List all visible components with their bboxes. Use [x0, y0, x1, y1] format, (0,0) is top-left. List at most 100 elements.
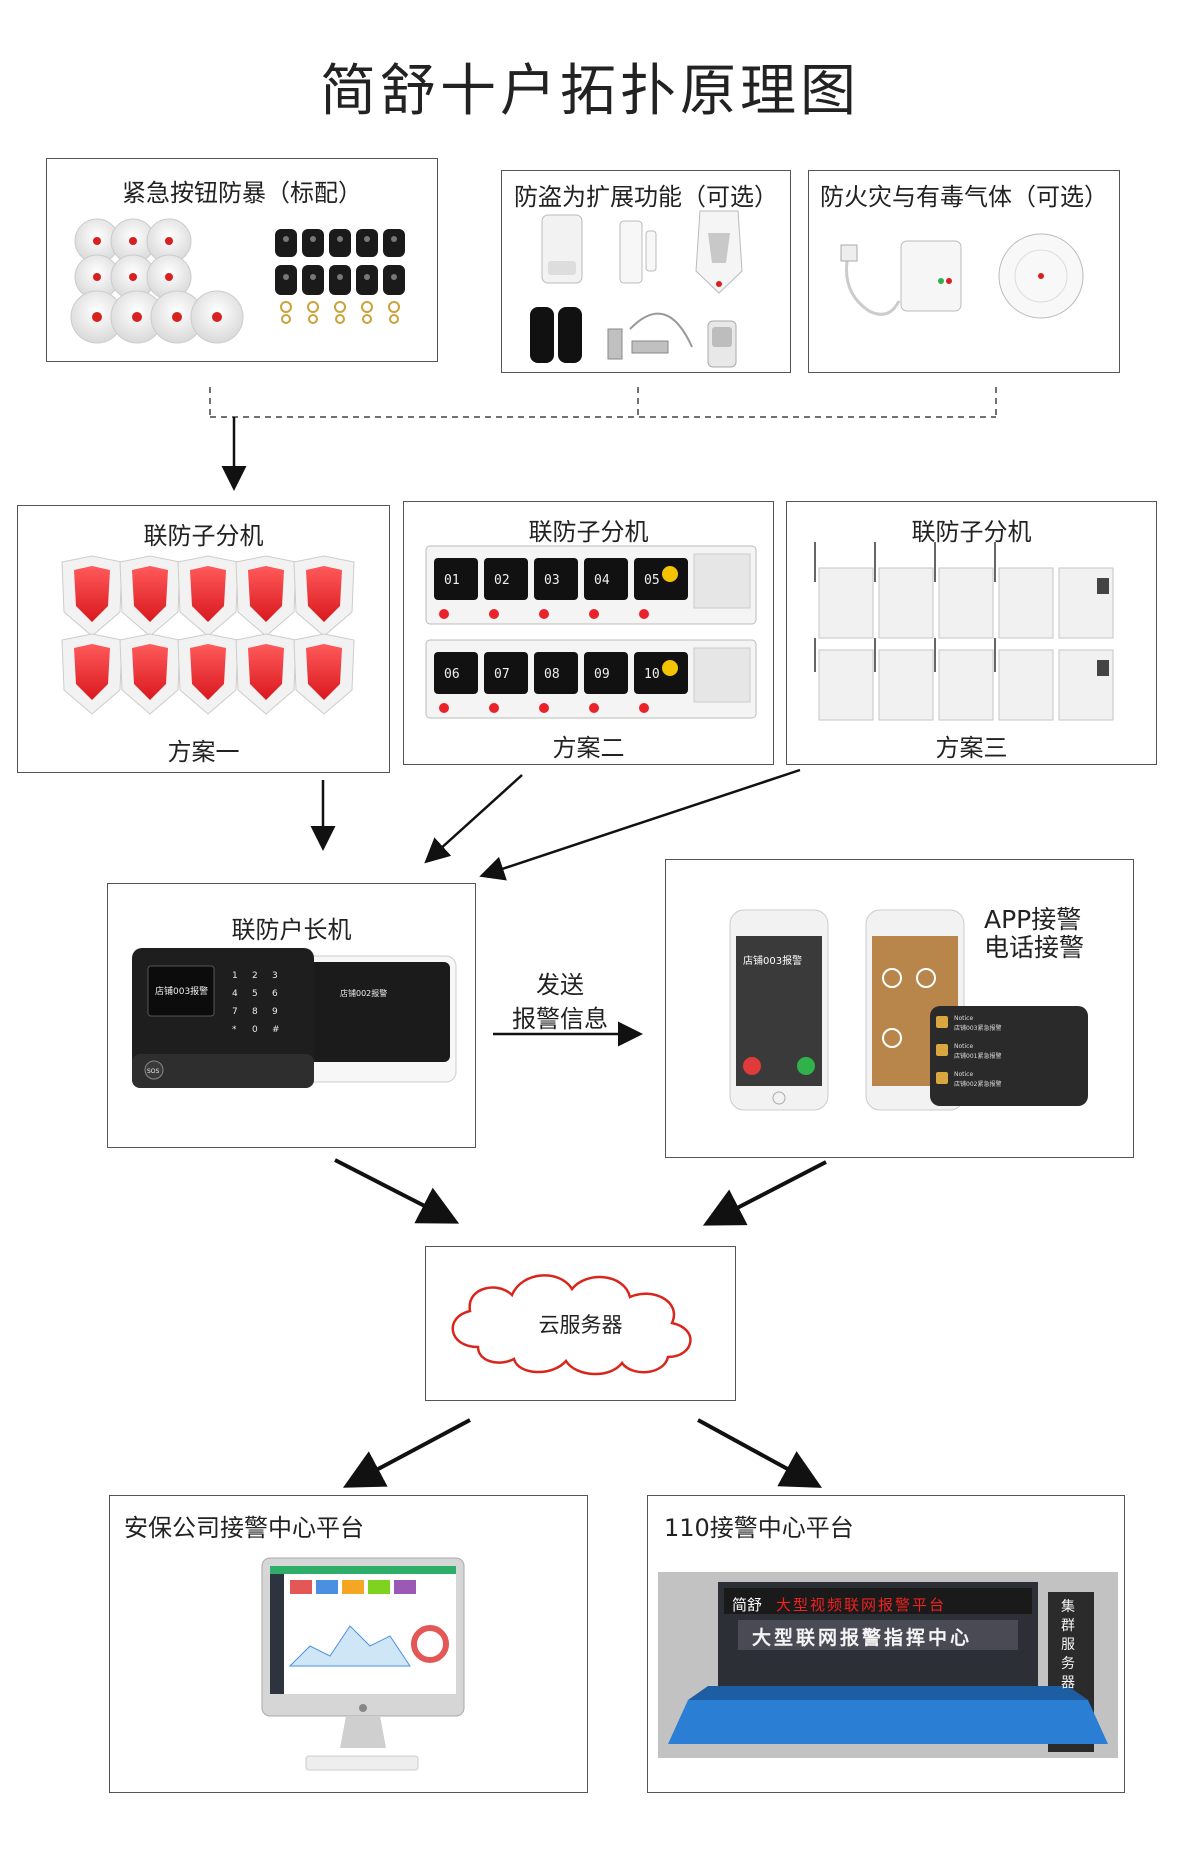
page-title: 简舒十户拓扑原理图: [320, 59, 860, 124]
host-screen-text: 店铺003报警: [155, 985, 208, 997]
white-host-unit: [277, 955, 457, 1083]
host-unit-label: 联防户长机: [231, 916, 352, 944]
host-screen-text-white: 店铺002报警: [340, 988, 387, 998]
keypad-key: 9: [272, 1007, 278, 1017]
panel-digit: 06: [444, 667, 460, 682]
keypad-key: 8: [252, 1007, 258, 1017]
keypad-key: #: [272, 1025, 280, 1035]
keypad-key: 0: [252, 1025, 258, 1035]
panel-digit: 08: [544, 667, 560, 682]
beam-detectors: [530, 307, 582, 363]
keypad-key: 1: [232, 971, 238, 981]
panel-digit: 10: [644, 667, 660, 682]
anti-theft-label: 防盗为扩展功能（可选）: [514, 183, 778, 211]
ceiling-detector: [695, 210, 743, 294]
panel-digit: 02: [494, 573, 510, 588]
keypad-key: 7: [232, 1007, 238, 1017]
sos-button-label: SOS: [147, 1068, 160, 1075]
app-phone-label: APP接警 电话接警: [984, 906, 1084, 962]
rolling-door-sensor: [607, 312, 693, 360]
host-unit-device: 店铺003报警 店铺002报警 SOS 1 2 3 4 5 6 7 8 9 * …: [132, 948, 457, 1088]
lcd-panel-units: 01 02 03 04 05 06 07 08 09 10: [425, 545, 757, 719]
shield-alarm-buttons: [61, 555, 355, 715]
command-center-room: [658, 1572, 1118, 1758]
panic-button-devices: [70, 218, 405, 344]
banner-top-text: 大型视频联网报警平台: [776, 1596, 947, 1614]
round-panic-buttons: [70, 218, 244, 344]
imac-dashboard: [261, 1557, 465, 1771]
call-screen-text: 店铺003报警: [743, 954, 802, 967]
gas-detector: [840, 240, 962, 316]
lcd-panel-row-2: [425, 639, 757, 719]
scheme-three-label: 联防子分机: [911, 518, 1032, 546]
outdoor-detector: [707, 320, 737, 368]
app-label-line-2: 电话接警: [984, 933, 1085, 962]
notice-text: 店铺002紧急报警: [954, 1080, 1001, 1088]
panel-digit: 03: [544, 573, 560, 588]
scheme-three-caption: 方案三: [935, 734, 1008, 762]
notice-text: 店铺001紧急报警: [954, 1052, 1001, 1060]
scheme-one-box: 联防子分机 方案一: [17, 505, 390, 773]
fire-gas-box: 防火灾与有毒气体（可选）: [808, 170, 1120, 373]
server-side-text: 集 群 服 务 器: [1061, 1598, 1081, 1693]
arrow-scheme2-host: [424, 774, 523, 864]
panic-button-box: 紧急按钮防暴（标配）: [46, 158, 438, 362]
keypad-key: 4: [232, 989, 238, 999]
keypad-key: *: [232, 1025, 237, 1035]
police-center-box: 110接警中心平台 简舒 大型视频联网报警平台 大型联网报警指挥中心 集 群 服…: [647, 1495, 1125, 1793]
panel-digit: 01: [444, 573, 460, 588]
anti-theft-box: 防盗为扩展功能（可选）: [501, 170, 791, 373]
police-badge-icon: [662, 660, 678, 676]
police-badge-icon: [662, 566, 678, 582]
panel-digit: 07: [494, 667, 510, 682]
keypad-key: 3: [272, 971, 278, 981]
notice-title: Notice: [954, 1071, 973, 1078]
cloud-server-box: 云服务器: [425, 1246, 736, 1401]
lcd-panel-row-1: [425, 545, 757, 625]
smoke-detector: [998, 233, 1084, 319]
cloud-server-label: 云服务器: [538, 1313, 623, 1337]
panic-button-label: 紧急按钮防暴（标配）: [122, 179, 362, 207]
banner-main-text: 大型联网报警指挥中心: [752, 1627, 973, 1649]
phones-illustration: 店铺003报警 Notice 店铺003紧急报警 Notice 店铺001紧急报…: [729, 909, 1088, 1111]
dashed-bus: [209, 387, 997, 418]
keypad-key: 5: [252, 989, 258, 999]
app-label-line-1: APP接警: [984, 905, 1082, 934]
side-char: 服: [1061, 1637, 1075, 1653]
notice-text: 店铺003紧急报警: [954, 1024, 1001, 1032]
side-char: 器: [1061, 1675, 1075, 1691]
side-char: 务: [1061, 1656, 1075, 1672]
security-center-box: 安保公司接警中心平台: [109, 1495, 588, 1793]
arrow-host-cloud: [334, 1158, 460, 1224]
scheme-two-caption: 方案二: [552, 734, 625, 762]
send-line-1: 发送: [536, 971, 584, 999]
arrow-cloud-security: [342, 1418, 471, 1488]
police-center-label: 110接警中心平台: [664, 1514, 854, 1542]
scheme-two-box: 联防子分机 01 02 03: [403, 501, 774, 765]
phone-incoming-call: [729, 909, 829, 1111]
notice-title: Notice: [954, 1043, 973, 1050]
fire-gas-label: 防火灾与有毒气体（可选）: [820, 183, 1108, 211]
apple-logo-icon: [359, 1704, 367, 1712]
scheme-three-box: 联防子分机 方案三: [786, 501, 1157, 765]
scheme-one-caption: 方案一: [167, 738, 240, 766]
panel-digit: 09: [594, 667, 610, 682]
cloud-icon: [451, 1274, 692, 1376]
banner-brand: 简舒: [732, 1596, 763, 1614]
wireless-receiver-units: [814, 542, 1114, 721]
black-host-unit: [132, 948, 314, 1088]
send-alarm-text: 发送 报警信息: [490, 968, 630, 1036]
notice-popup: [930, 1006, 1088, 1106]
host-unit-box: 联防户长机 店铺003报警 店铺002报警 SOS 1 2 3 4 5 6 7 …: [107, 883, 476, 1148]
scheme-two-label: 联防子分机: [528, 518, 649, 546]
remote-key-fobs: [275, 229, 405, 324]
pir-sensor: [541, 214, 583, 284]
notice-title: Notice: [954, 1015, 973, 1022]
app-phone-box: APP接警 电话接警 店铺003报警 Notice 店铺003紧急报: [665, 859, 1134, 1158]
door-contact-sensor: [619, 220, 657, 284]
panel-digit: 05: [644, 573, 660, 588]
side-char: 群: [1061, 1618, 1075, 1634]
arrow-cloud-police: [697, 1418, 823, 1488]
arrow-app-cloud: [702, 1160, 827, 1226]
fire-gas-devices: [840, 233, 1084, 319]
